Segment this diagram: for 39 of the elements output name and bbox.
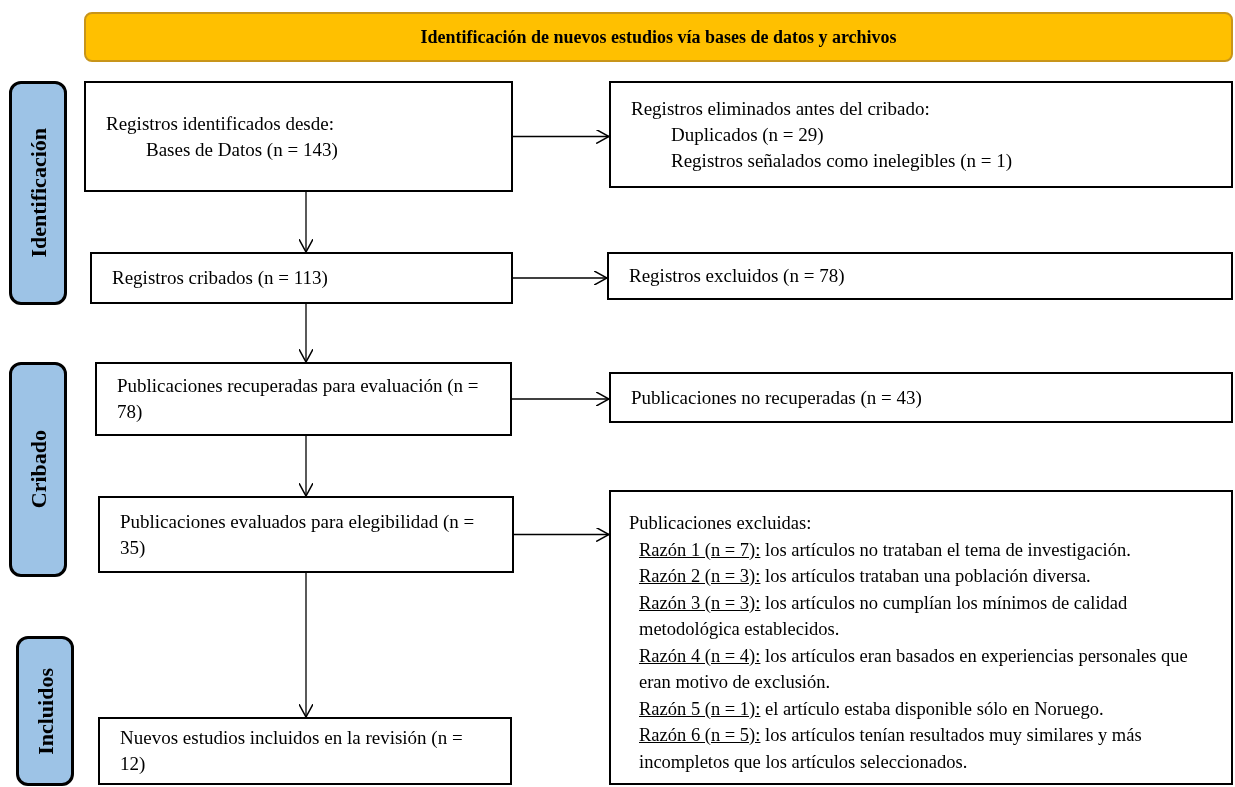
exclusion-reason: Razón 2 (n = 3): los artículos trataban una población diversa.	[638, 565, 1092, 588]
process-box	[90, 252, 513, 304]
process-box	[607, 252, 1233, 300]
arrow	[298, 572, 314, 718]
phase-tab: Identificación	[9, 81, 67, 305]
box-text: Duplicados (n = 29)	[670, 122, 825, 147]
box-text: Publicaciones no recuperadas (n = 43)	[631, 385, 923, 410]
box-text: Publicaciones recuperadas para evaluación (n = 78)	[117, 374, 480, 424]
arrow	[512, 270, 608, 286]
box-text: Registros cribados (n = 113)	[112, 266, 329, 290]
box-text: Registros excluidos (n = 78)	[629, 264, 846, 288]
phase-tab: Cribado	[9, 362, 67, 577]
process-box	[609, 81, 1233, 188]
arrow	[298, 303, 314, 363]
box-text: Registros identificados desde:	[106, 111, 335, 136]
exclusion-reason: Razón 5 (n = 1): el artículo estaba disponible sólo en Noruego.	[638, 697, 1105, 721]
exclusion-reason: Razón 3 (n = 3): los artículos no cumplían los mínimos de calidad metodológica establecidos.	[638, 591, 1129, 641]
arrow	[512, 128, 610, 145]
box-text: Bases de Datos (n = 143)	[145, 137, 339, 162]
arrow	[513, 526, 610, 543]
phase-tab: Incluidos	[16, 636, 74, 786]
box-text: Registros señalados como inelegibles (n = 1)	[670, 148, 1014, 173]
process-box	[95, 362, 512, 436]
exclusion-reason: Razón 1 (n = 7): los artículos no trataban el tema de investigación.	[638, 538, 1132, 562]
box-text: Publicaciones evaluados para elegibilidad (n = 35)	[120, 509, 476, 560]
section-header-band: Identificación de nuevos estudios vía bases de datos y archivos	[84, 12, 1233, 62]
arrow	[298, 191, 314, 253]
process-box	[609, 490, 1233, 785]
process-box	[609, 372, 1233, 423]
process-box	[98, 717, 512, 785]
box-text: Registros eliminados antes del cribado:	[631, 96, 931, 121]
exclusion-reason: Razón 6 (n = 5): los artículos tenían resultados muy similares y más incompletos que los artículos seleccionados.	[638, 724, 1143, 774]
box-heading: Publicaciones excluidas:	[629, 512, 813, 535]
exclusion-reason: Razón 4 (n = 4): los artículos eran basados en experiencias personales que eran motivo de exclusión.	[638, 644, 1189, 694]
arrow	[298, 435, 314, 497]
process-box	[84, 81, 513, 192]
box-text: Nuevos estudios incluidos en la revisión (n = 12)	[120, 726, 464, 776]
process-box	[98, 496, 514, 573]
arrow	[511, 391, 610, 407]
